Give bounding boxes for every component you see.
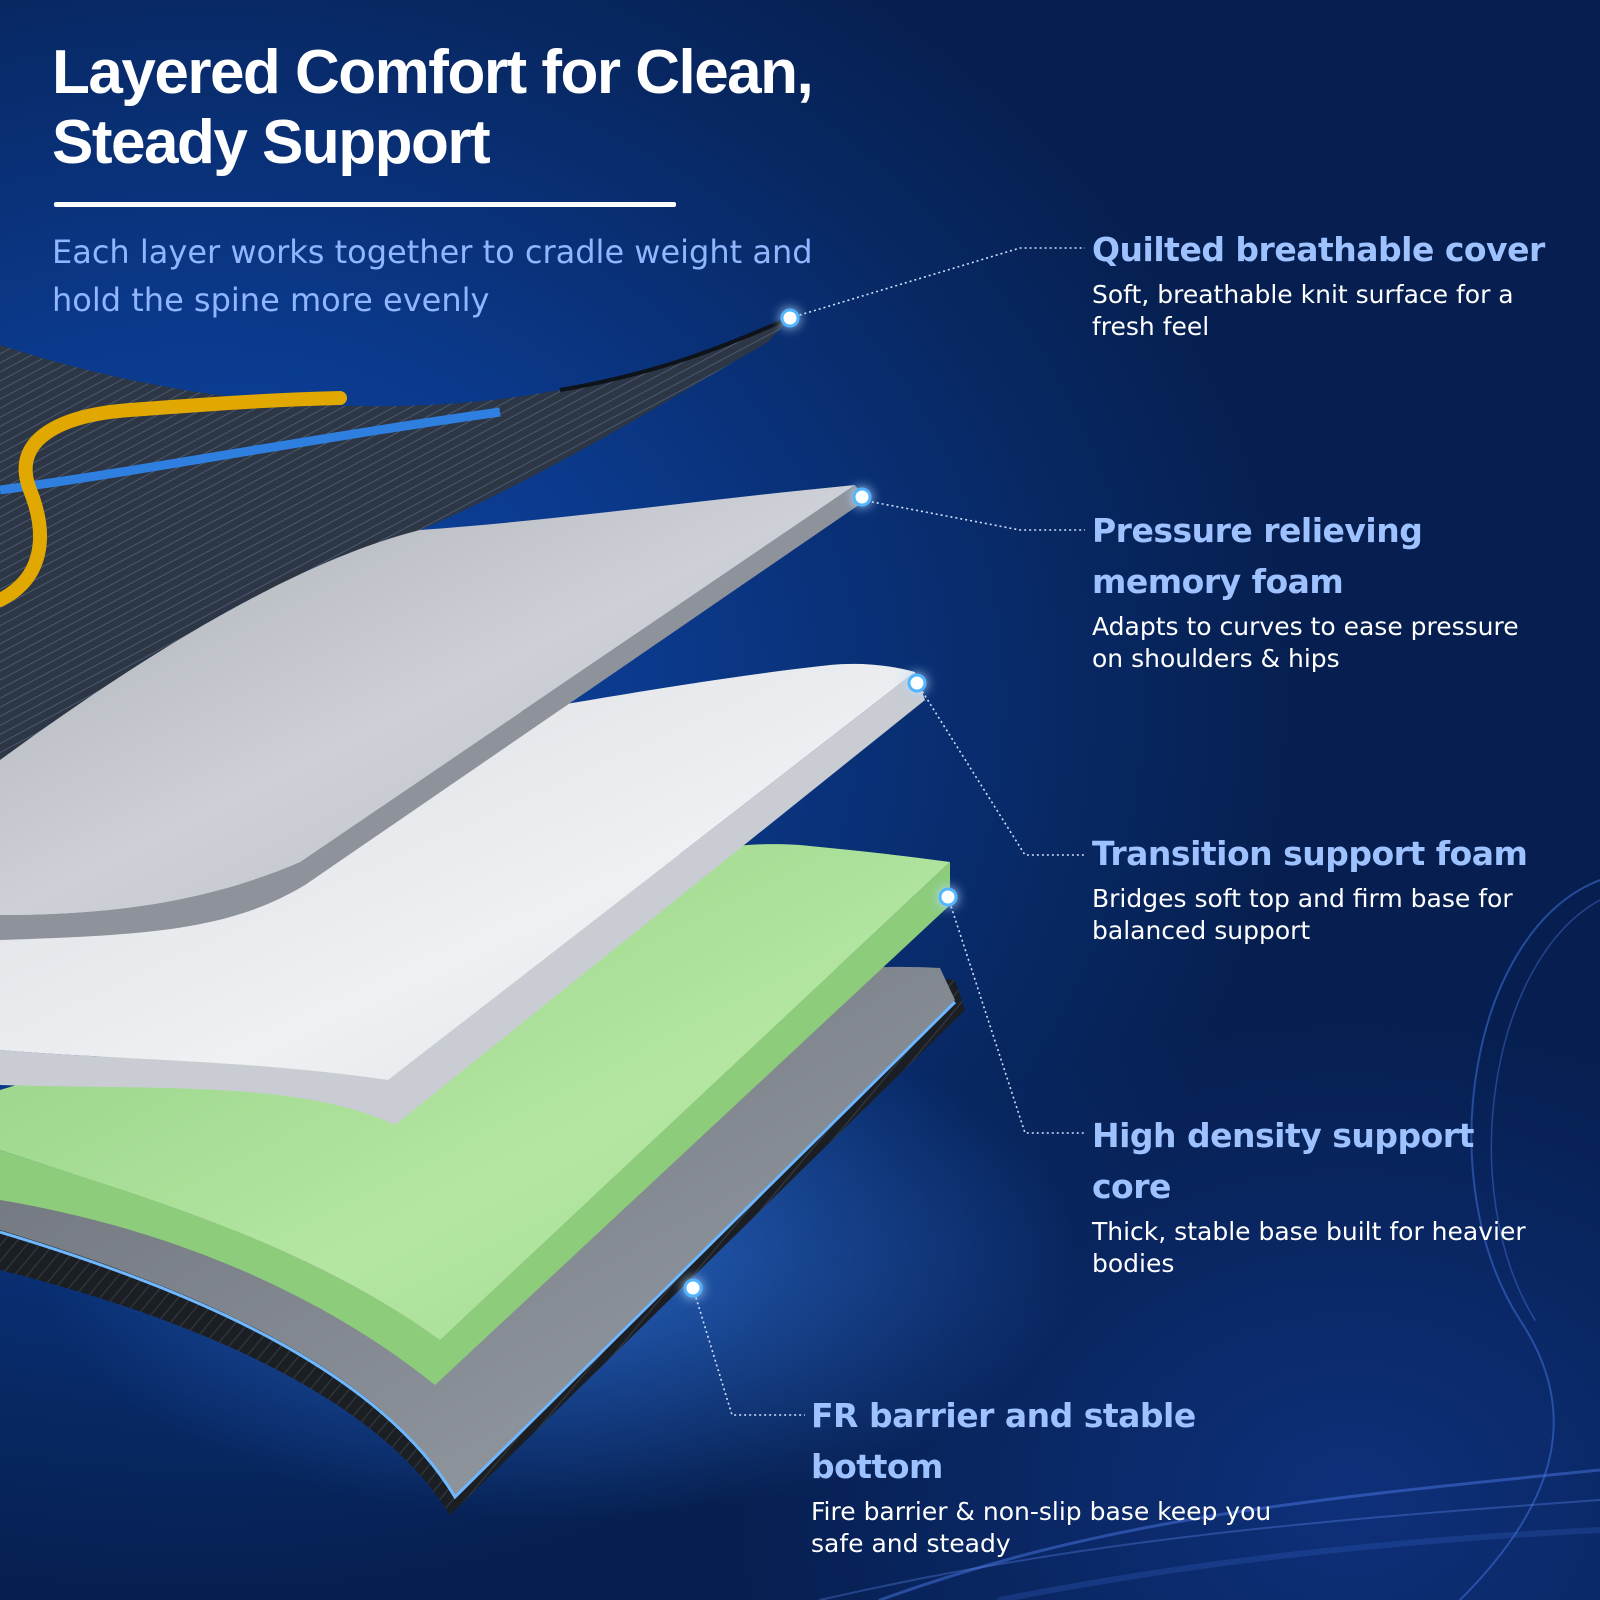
support-core-layer [0,844,950,1385]
anchor-dot-cover [780,308,800,328]
anchor-dot-bottom [683,1278,703,1298]
leader-line-cover [789,247,1085,319]
callout-quilted-cover: Quilted breathable cover Soft, breathabl… [1092,224,1552,343]
page-subtitle: Each layer works together to cradle weig… [52,233,813,319]
callout-transition-foam: Transition support foam Bridges soft top… [1092,828,1552,947]
callout-description: Thick, stable base built for heavier bod… [1092,1217,1526,1278]
title-line-1: Layered Comfort for Clean, [52,38,814,107]
callout-description: Bridges soft top and firm base for balan… [1092,884,1513,945]
callout-title: Transition support foam [1092,834,1528,873]
callout-description: Soft, breathable knit surface for a fres… [1092,280,1514,341]
anchor-dots [683,308,958,1298]
anchor-dot-memory [852,487,872,507]
leader-lines [692,247,1085,1416]
anchor-dot-transition [907,673,927,693]
callout-support-core: High density support core Thick, stable … [1092,1110,1552,1280]
title-line-2: Steady Support [52,108,491,177]
callout-title: Pressure relieving memory foam [1092,511,1423,601]
memory-foam-layer [0,485,866,940]
callout-title: Quilted breathable cover [1092,230,1545,269]
callout-description: Fire barrier & non-slip base keep you sa… [811,1497,1272,1558]
callout-title: FR barrier and stable bottom [811,1396,1196,1486]
decorative-swoosh [819,879,1600,1600]
callout-fr-barrier-bottom: FR barrier and stable bottom Fire barrie… [811,1390,1311,1560]
callout-description: Adapts to curves to ease pressure on sho… [1092,612,1519,673]
page-title: Layered Comfort for Clean, Steady Suppor… [52,38,952,178]
quilted-cover-layer [0,316,791,760]
leader-line-memory [861,499,1085,531]
leader-line-bottom [692,1287,805,1416]
callout-title: High density support core [1092,1116,1474,1206]
anchor-dot-core [938,887,958,907]
callout-memory-foam: Pressure relieving memory foam Adapts to… [1092,505,1552,675]
leader-line-transition [916,682,1085,856]
title-underline [54,202,676,207]
leader-line-core [947,896,1085,1134]
